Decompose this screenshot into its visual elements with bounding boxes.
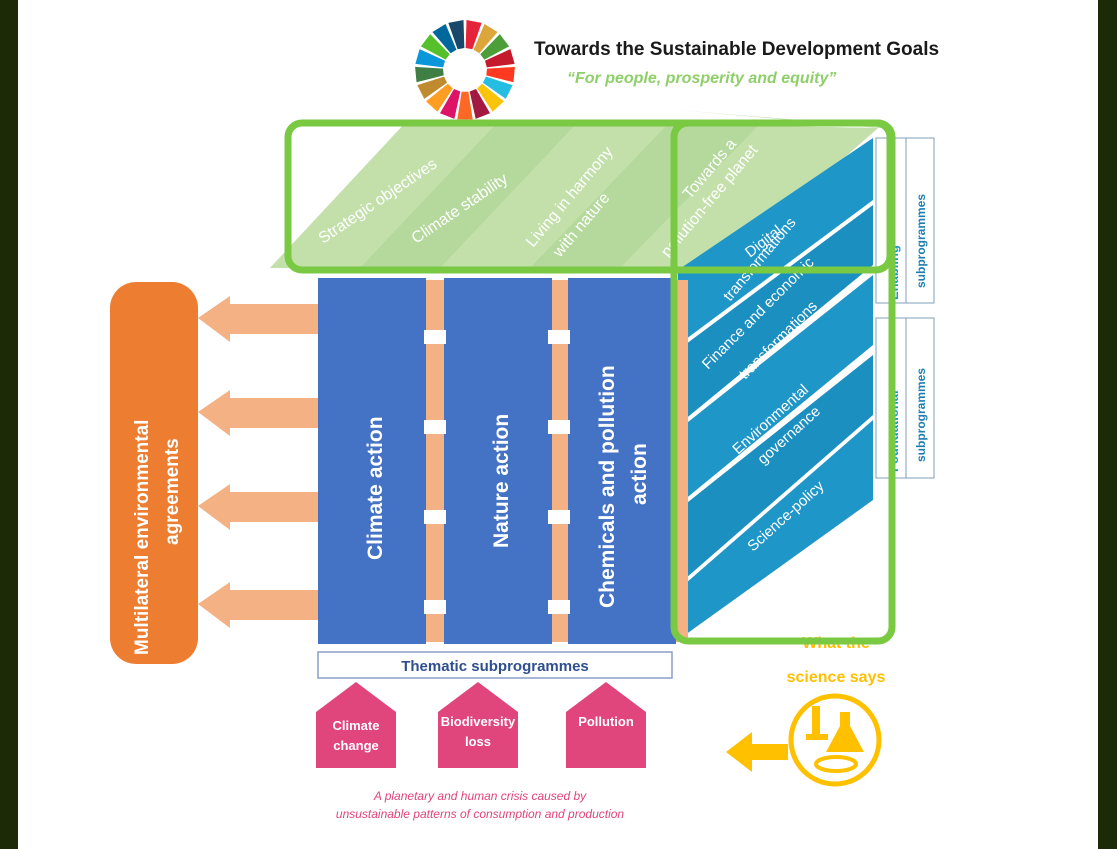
sdg-wheel-segment [420, 34, 450, 60]
sdg-wheel-segment [457, 91, 473, 120]
thematic-label-box [317, 651, 673, 679]
crisis-pollution [566, 682, 646, 768]
sdg-wheel-segment [417, 76, 448, 99]
pillar-climate-action [318, 278, 426, 644]
header-title: Towards the Sustainable Development Goal… [534, 39, 939, 60]
agreements-box [110, 282, 198, 664]
sdg-wheel-segment [415, 49, 446, 68]
science-label-line2: science says [787, 669, 886, 686]
sdg-wheel-segment [415, 66, 444, 83]
pillar-chemicals-pollution-action [568, 278, 676, 644]
thematic-label: Thematic subprogrammes [401, 658, 589, 675]
sdg-wheel-segment [473, 23, 498, 54]
diagonal-subprogramme-bands [678, 138, 873, 640]
sdg-wheel-segment [484, 49, 515, 68]
sdg-wheel-segment [486, 66, 515, 83]
sdg-wheel-segment [477, 83, 504, 112]
framework-diagram: Towards the Sustainable Development Goal… [110, 20, 939, 821]
pillar-chemicals-label-line1: Chemicals and pollution [596, 365, 619, 608]
foundational-subprogrammes-box [905, 317, 935, 479]
crisis-pollution-label: Pollution [578, 714, 634, 729]
sdg-wheel-segment [480, 34, 510, 60]
crisis-houses [316, 682, 646, 768]
sdg-wheel-icon [415, 20, 515, 120]
crisis-caption-line2: unsustainable patterns of consumption an… [336, 807, 625, 821]
arrows-to-agreements [198, 296, 320, 628]
sdg-wheel-segment [482, 76, 513, 99]
enabling-subprogrammes-box [905, 137, 935, 304]
crisis-biodiversity-line1: Biodiversity [441, 714, 516, 729]
crisis-climate-line2: change [333, 738, 379, 753]
crisis-climate-line1: Climate [333, 718, 380, 733]
sdg-wheel-segment [439, 89, 461, 119]
science-flask-icon [788, 693, 882, 787]
pillar-climate-label: Climate action [364, 416, 387, 560]
crisis-biodiversity-loss [438, 682, 518, 768]
pillar-chemicals-label-line2: action [628, 443, 651, 505]
pillar-nature-label: Nature action [490, 414, 513, 548]
header-subtitle: “For people, prosperity and equity” [567, 70, 836, 87]
agreements-label-line1: Multilateral environmental [132, 420, 153, 655]
strategic-objectives-roof [270, 105, 898, 270]
sdg-wheel-segment [465, 20, 482, 50]
crisis-biodiversity-line2: loss [465, 734, 491, 749]
sdg-wheel-segment [448, 20, 465, 50]
foundational-side-label2: subprogrammes [914, 368, 928, 462]
science-arrow [726, 732, 788, 772]
slide: Towards the Sustainable Development Goal… [18, 0, 1098, 849]
agreements-label-line2: agreements [162, 438, 183, 545]
crisis-caption-line1: A planetary and human crisis caused by [373, 789, 587, 803]
pillar-nature-action [444, 278, 552, 644]
thematic-pillars [318, 278, 676, 644]
sdg-wheel-segment [432, 23, 457, 54]
crisis-climate-change [316, 682, 396, 768]
highlight-cross-cutting [670, 119, 896, 645]
sdg-wheel-segment [426, 83, 453, 112]
sdg-wheel-segment [469, 89, 491, 119]
enabling-side-label2: subprogrammes [914, 194, 928, 288]
